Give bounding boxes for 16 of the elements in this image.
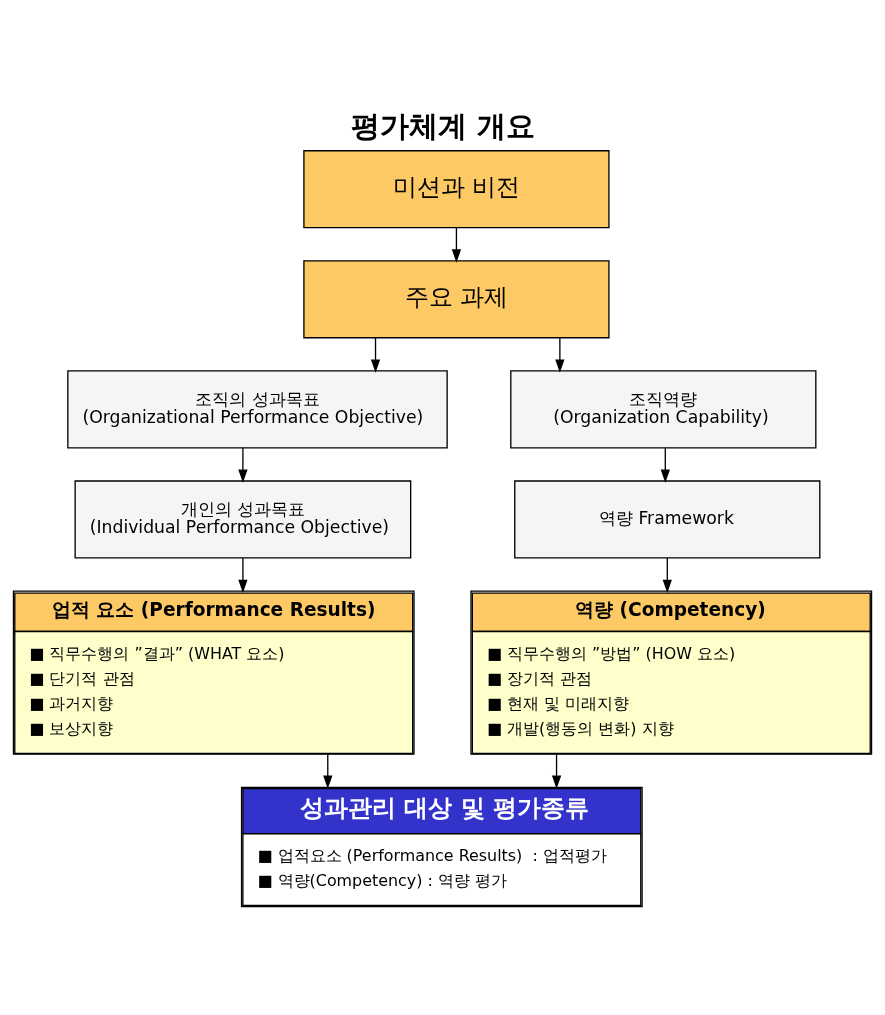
node-box: 역량 Framework (514, 480, 821, 559)
arrow (323, 753, 333, 789)
arrow (662, 557, 672, 593)
node-box: 조직역량 (Organization Capability) (510, 370, 817, 449)
arrow (551, 753, 562, 789)
arrow (451, 227, 462, 263)
node-box: 조직의 성과목표 (Organizational Performance Objective) (67, 370, 448, 449)
arrow (660, 447, 670, 483)
arrow (370, 337, 381, 373)
arrow (238, 447, 248, 483)
node-box: 개인의 성과목표 (Individual Performance Objective) (74, 480, 412, 559)
arrow (555, 337, 565, 373)
diagram-title: 평가체계 개요 (350, 108, 536, 143)
node-box: 주요 과제 (303, 260, 610, 339)
node-box: 미션과 비전 (303, 150, 610, 229)
arrow (238, 557, 248, 593)
